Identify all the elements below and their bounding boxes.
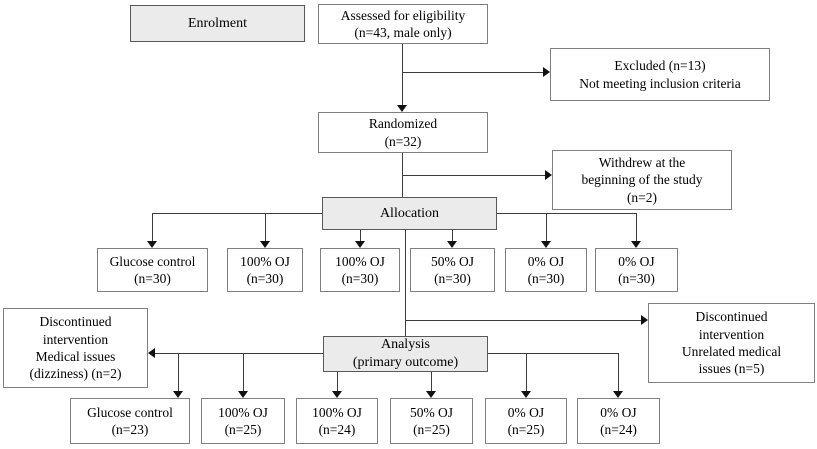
arrow-down — [521, 391, 531, 398]
drop-line — [360, 230, 361, 242]
excluded-box: Excluded (n=13) Not meeting inclusion cr… — [550, 48, 770, 101]
randomized-box: Randomized (n=32) — [318, 112, 488, 153]
arrow-right — [543, 67, 550, 77]
arrow-down — [613, 391, 623, 398]
analysis-rail-right — [488, 353, 618, 354]
connector-assessed-to-randomized — [402, 44, 403, 105]
arrow-down — [426, 391, 436, 398]
allocation-rail-right — [497, 213, 636, 214]
analysis-rail-left — [155, 353, 323, 354]
analysis-arm-100oj-b: 100% OJ (n=24) — [296, 398, 378, 444]
allocation-arm-100oj-a: 100% OJ (n=30) — [227, 248, 303, 292]
arrow-down — [332, 391, 342, 398]
arrow-down — [355, 241, 365, 248]
analysis-arm-0oj-b: 0% OJ (n=24) — [577, 398, 660, 444]
allocation-arm-glucose-control: Glucose control (n=30) — [97, 248, 208, 292]
drop-line — [636, 213, 637, 242]
analysis-arm-50oj: 50% OJ (n=25) — [390, 398, 473, 444]
drop-line — [526, 353, 527, 391]
arrow-down — [238, 391, 248, 398]
drop-line — [152, 213, 153, 242]
assessed-eligibility-box: Assessed for eligibility (n=43, male onl… — [318, 4, 488, 44]
drop-line — [431, 372, 432, 391]
discontinued-right-box: Discontinued intervention Unrelated medi… — [648, 303, 815, 383]
allocation-stage-box: Allocation — [322, 197, 497, 230]
arrow-left — [148, 348, 155, 358]
arrow-right — [545, 170, 552, 180]
drop-line — [243, 353, 244, 391]
drop-line — [265, 213, 266, 242]
drop-line — [546, 213, 547, 242]
arrow-down — [631, 241, 641, 248]
arrow-right — [641, 315, 648, 325]
connector-to-excluded — [402, 72, 543, 73]
analysis-arm-0oj-a: 0% OJ (n=25) — [485, 398, 567, 444]
drop-line — [618, 353, 619, 391]
allocation-arm-50oj: 50% OJ (n=30) — [410, 248, 495, 292]
arrow-down — [147, 241, 157, 248]
arrow-down — [397, 105, 407, 112]
drop-line — [337, 372, 338, 391]
arrow-down — [173, 391, 183, 398]
discontinued-left-box: Discontinued intervention Medical issues… — [3, 308, 148, 388]
connector-allocation-to-analysis — [405, 230, 406, 336]
drop-line — [452, 230, 453, 242]
arrow-down — [260, 241, 270, 248]
enrolment-stage-box: Enrolment — [130, 5, 305, 42]
connector-to-discontinued-right — [405, 320, 641, 321]
analysis-stage-box: Analysis (primary outcome) — [323, 336, 488, 372]
connector-to-withdrew — [402, 175, 545, 176]
arrow-down — [447, 241, 457, 248]
arrow-down — [541, 241, 551, 248]
drop-line — [178, 353, 179, 391]
withdrew-box: Withdrew at the beginning of the study (… — [552, 150, 732, 210]
allocation-arm-100oj-b: 100% OJ (n=30) — [320, 248, 400, 292]
allocation-arm-0oj-a: 0% OJ (n=30) — [505, 248, 587, 292]
allocation-arm-0oj-b: 0% OJ (n=30) — [595, 248, 678, 292]
allocation-rail-left — [152, 213, 322, 214]
analysis-arm-100oj-a: 100% OJ (n=25) — [201, 398, 285, 444]
analysis-arm-glucose-control: Glucose control (n=23) — [70, 398, 190, 444]
